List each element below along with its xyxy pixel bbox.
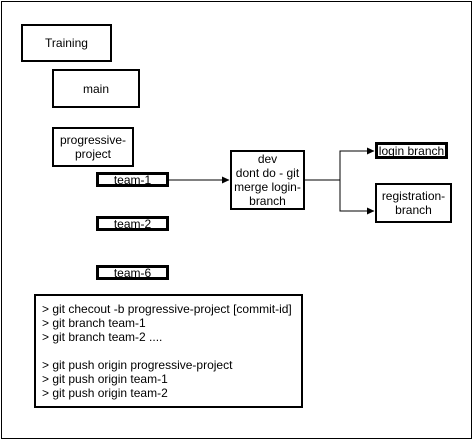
node-team-6[interactable]: team-6 bbox=[96, 265, 169, 280]
command-line: > git checout -b progressive-project [co… bbox=[42, 302, 292, 316]
node-team-2[interactable]: team-2 bbox=[96, 216, 169, 231]
node-training[interactable]: Training bbox=[21, 24, 112, 62]
command-line: > git branch team-1 bbox=[42, 316, 146, 330]
node-dev-label: dev dont do - git merge login- branch bbox=[234, 152, 301, 208]
command-line: > git push origin progressive-project bbox=[42, 358, 233, 372]
command-line: > git push origin team-1 bbox=[42, 372, 168, 386]
git-commands-box[interactable]: > git checout -b progressive-project [co… bbox=[34, 294, 303, 408]
node-team-1-label: team-1 bbox=[113, 172, 152, 187]
node-progressive-project[interactable]: progressive- project bbox=[52, 127, 134, 167]
node-registration-branch-label: registration- branch bbox=[381, 189, 446, 217]
node-dev[interactable]: dev dont do - git merge login- branch bbox=[230, 150, 305, 210]
node-team-1[interactable]: team-1 bbox=[96, 172, 169, 187]
node-login-branch-label: login branch bbox=[378, 143, 445, 158]
node-training-label: Training bbox=[45, 36, 88, 50]
node-registration-branch[interactable]: registration- branch bbox=[375, 183, 452, 223]
node-main[interactable]: main bbox=[52, 69, 140, 108]
node-progressive-project-label: progressive- project bbox=[59, 133, 127, 161]
node-team-2-label: team-2 bbox=[113, 216, 152, 231]
command-line-blank bbox=[42, 344, 301, 358]
command-line: > git branch team-2 .... bbox=[42, 330, 163, 344]
edge-dev-to-login-branch bbox=[305, 147, 375, 181]
edge-dev-to-registration-branch bbox=[339, 180, 375, 215]
node-login-branch[interactable]: login branch bbox=[375, 142, 448, 159]
node-team-6-label: team-6 bbox=[113, 265, 152, 280]
node-main-label: main bbox=[82, 81, 109, 96]
command-line: > git push origin team-2 bbox=[42, 386, 168, 400]
